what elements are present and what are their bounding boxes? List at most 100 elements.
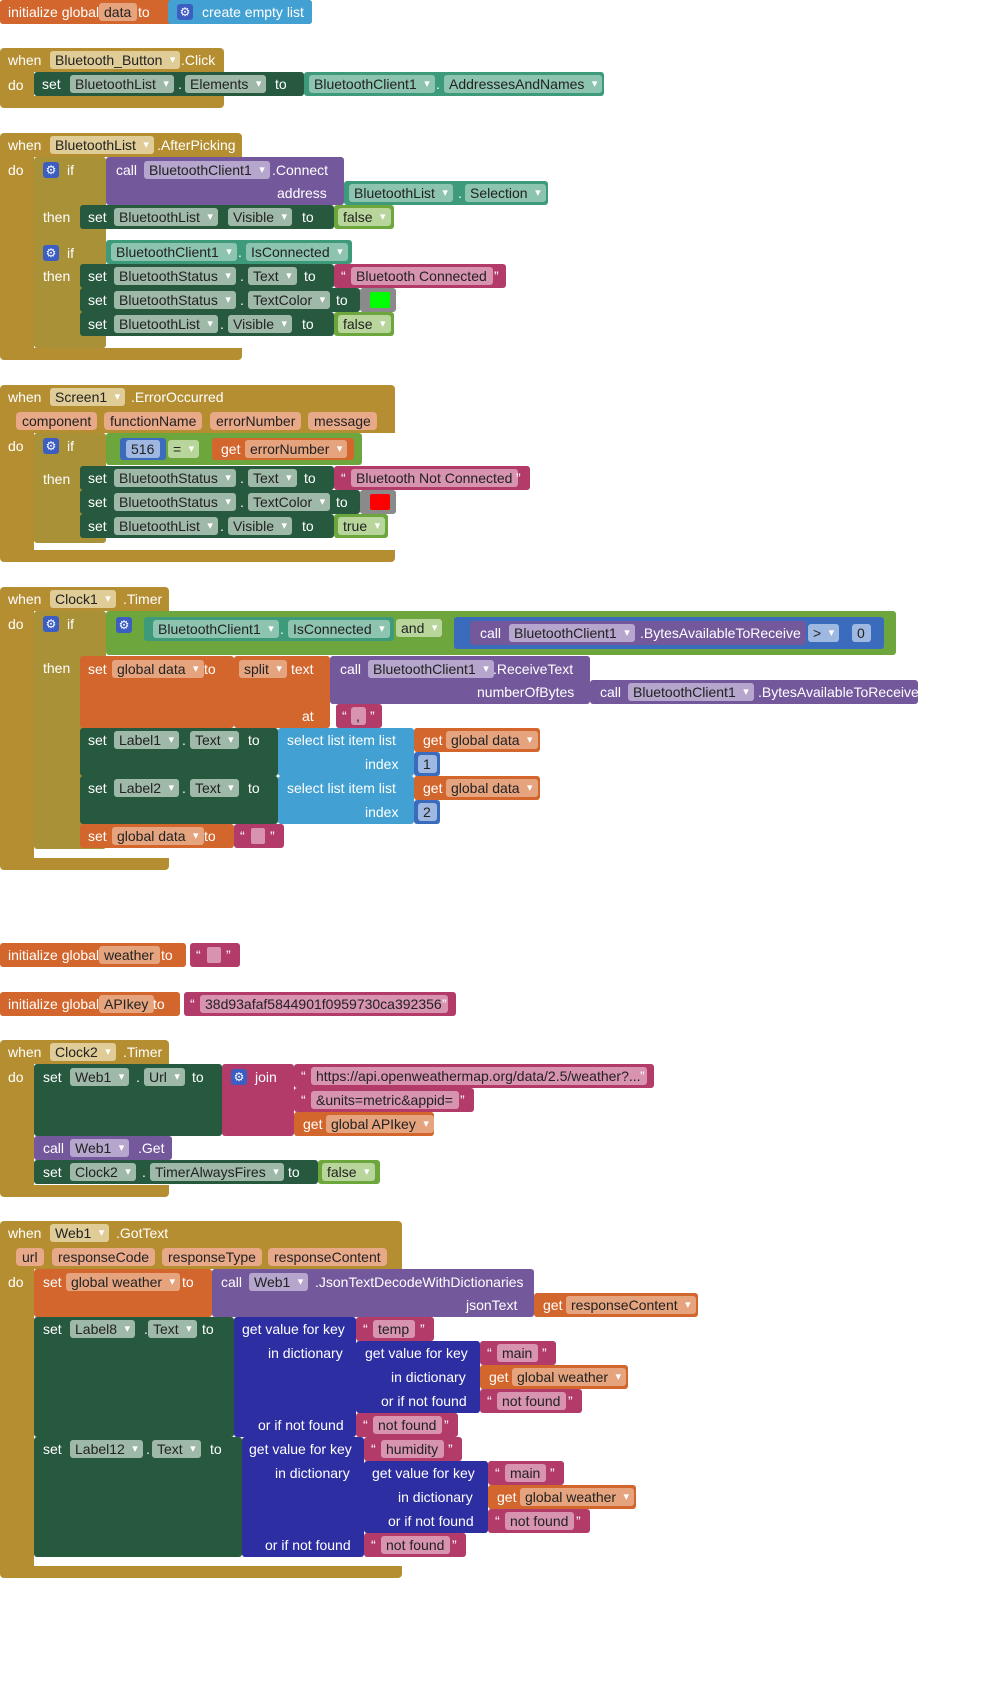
set-web1-url-block[interactable]: set Web1 . Url to [34,1064,222,1136]
if-mutator-gear-icon[interactable]: ⚙ [43,438,59,454]
init-global-data-block[interactable]: initialize global data to ⚙ create empty… [0,0,312,24]
event-clock2-timer[interactable]: when Clock2 .Timer [0,1040,169,1064]
get-value-for-key-block-2[interactable]: get value for key in dictionary or if no… [242,1437,364,1557]
get-value-for-key-block[interactable]: get value for key in dictionary or if no… [234,1317,356,1437]
color-green-block[interactable] [360,288,396,312]
component-dropdown[interactable]: BluetoothClient1 [368,660,494,678]
get-isconnected-block[interactable]: BluetoothClient1 . IsConnected [106,240,352,264]
property-dropdown[interactable]: AddressesAndNames [444,75,603,93]
if-mutator-gear-icon[interactable]: ⚙ [43,162,59,178]
get-isconnected-block[interactable]: BluetoothClient1 . IsConnected [144,617,394,641]
compare-operator-dropdown[interactable]: > [808,624,840,642]
variable-dropdown[interactable]: global data [112,660,204,678]
set-bluetoothlist-visible-block-2[interactable]: set BluetoothList . Visible to [80,312,334,336]
text-url-block[interactable]: “ https://api.openweathermap.org/data/2.… [294,1064,654,1088]
param-responsetype[interactable]: responseType [162,1248,262,1266]
component-dropdown[interactable]: BluetoothList [114,517,218,535]
boolean-dropdown[interactable]: false [338,208,391,226]
property-dropdown[interactable]: Text [248,469,297,487]
component-dropdown[interactable]: BluetoothStatus [114,267,236,285]
select-list-item-block[interactable]: select list item list index [278,728,414,776]
call-bytesavailable-block[interactable]: call BluetoothClient1 .BytesAvailableToR… [470,621,806,645]
global-var-name[interactable]: APIkey [99,995,155,1013]
split-text-block[interactable]: split text at [234,656,330,728]
compare-equals-block[interactable]: 516 = get errorNumber [106,433,362,465]
get-responsecontent-block[interactable]: get responseContent [534,1293,698,1317]
global-var-name[interactable]: data [99,3,138,21]
variable-dropdown[interactable]: errorNumber [245,440,348,458]
text-value[interactable]: , [351,707,366,725]
split-dropdown[interactable]: split [239,660,287,678]
global-var-name[interactable]: weather [99,946,160,964]
set-label2-text-block[interactable]: set Label2 . Text to [80,776,278,824]
set-global-data-empty-block[interactable]: set global data to [80,824,234,848]
param-functionname[interactable]: functionName [104,412,203,430]
init-global-apikey-block[interactable]: initialize global APIkey to [0,992,180,1016]
text-not-found-block-3[interactable]: “ not found ” [488,1509,590,1533]
property-dropdown[interactable]: Url [144,1068,185,1086]
set-global-data-split-block[interactable]: set global data to [80,656,234,728]
create-empty-list-block[interactable]: ⚙ create empty list [168,0,312,24]
property-dropdown[interactable]: Text [152,1440,201,1458]
set-clock2-timeralwaysfires-block[interactable]: set Clock2 . TimerAlwaysFires to [34,1160,318,1184]
param-errornumber[interactable]: errorNumber [210,412,302,430]
boolean-dropdown[interactable]: true [338,517,386,535]
property-dropdown[interactable]: Elements [185,75,267,93]
number-two-block[interactable]: 2 [414,800,440,824]
if-mutator-gear-icon[interactable]: ⚙ [43,616,59,632]
set-label12-text-block[interactable]: set Label12 . Text to [34,1437,242,1557]
component-dropdown[interactable]: BluetoothClient1 [144,161,270,179]
event-bluetooth-button-click[interactable]: when Bluetooth_Button .Click [0,48,224,72]
text-value[interactable]: not found [381,1536,451,1554]
component-dropdown[interactable]: Clock2 [70,1163,136,1181]
get-global-data-block[interactable]: get global data [414,728,540,752]
number-value[interactable]: 1 [418,755,437,773]
variable-dropdown[interactable]: global data [446,731,538,749]
component-dropdown[interactable]: BluetoothClient1 [111,243,237,261]
get-addresses-and-names-block[interactable]: BluetoothClient1 . AddressesAndNames [304,72,604,96]
number-value[interactable]: 2 [418,803,437,821]
property-dropdown[interactable]: Visible [228,517,292,535]
property-dropdown[interactable]: TimerAlwaysFires [150,1163,284,1181]
text-humidity-block[interactable]: “ humidity ” [364,1437,462,1461]
if-mutator-gear-icon[interactable]: ⚙ [43,245,59,261]
component-dropdown[interactable]: BluetoothStatus [114,469,236,487]
event-clock1-timer[interactable]: when Clock1 .Timer [0,587,169,611]
variable-dropdown[interactable]: global data [112,827,204,845]
logic-false-block-2[interactable]: false [334,312,394,336]
property-dropdown[interactable]: Text [148,1320,197,1338]
text-value[interactable]: Bluetooth Connected [351,267,493,285]
call-jsontextdecode-block[interactable]: call Web1 .JsonTextDecodeWithDictionarie… [212,1269,534,1317]
number-value[interactable]: 516 [126,440,161,458]
logic-operator-dropdown[interactable]: and [396,619,443,637]
param-responsecode[interactable]: responseCode [52,1248,156,1266]
property-dropdown[interactable]: TextColor [248,291,331,309]
number-one-block[interactable]: 1 [414,752,440,776]
component-dropdown[interactable]: BluetoothList [50,136,154,154]
text-value[interactable]: 38d93afaf5844901f0959730ca392356 [200,995,448,1013]
get-global-weather-block-2[interactable]: get global weather [488,1485,636,1509]
variable-dropdown[interactable]: global weather [520,1488,635,1506]
event-web1-gottext[interactable]: when Web1 .GotText url responseCode resp… [0,1221,402,1269]
boolean-dropdown[interactable]: false [322,1163,375,1181]
component-dropdown[interactable]: BluetoothClient1 [509,624,635,642]
component-dropdown[interactable]: Web1 [249,1273,309,1291]
text-temp-block[interactable]: “ temp ” [356,1317,434,1341]
boolean-dropdown[interactable]: false [338,315,391,333]
component-dropdown[interactable]: BluetoothClient1 [628,683,754,701]
color-red-block[interactable] [360,490,396,514]
component-dropdown[interactable]: BluetoothList [70,75,174,93]
logic-false-block-3[interactable]: false [318,1160,380,1184]
variable-dropdown[interactable]: global APIkey [326,1115,434,1133]
color-swatch-green[interactable] [370,292,390,308]
init-global-weather-block[interactable]: initialize global weather to [0,943,186,967]
get-global-apikey-block[interactable]: get global APIkey [294,1112,434,1136]
set-bluetoothstatus-textcolor-block[interactable]: set BluetoothStatus . TextColor to [80,490,360,514]
empty-text-field[interactable] [207,947,221,963]
param-component[interactable]: component [16,412,98,430]
property-dropdown[interactable]: IsConnected [288,620,390,638]
text-value[interactable]: https://api.openweathermap.org/data/2.5/… [311,1067,647,1085]
property-dropdown[interactable]: IsConnected [246,243,348,261]
join-block[interactable]: ⚙ join [222,1064,294,1136]
get-errornumber-block[interactable]: get errorNumber [212,438,354,460]
